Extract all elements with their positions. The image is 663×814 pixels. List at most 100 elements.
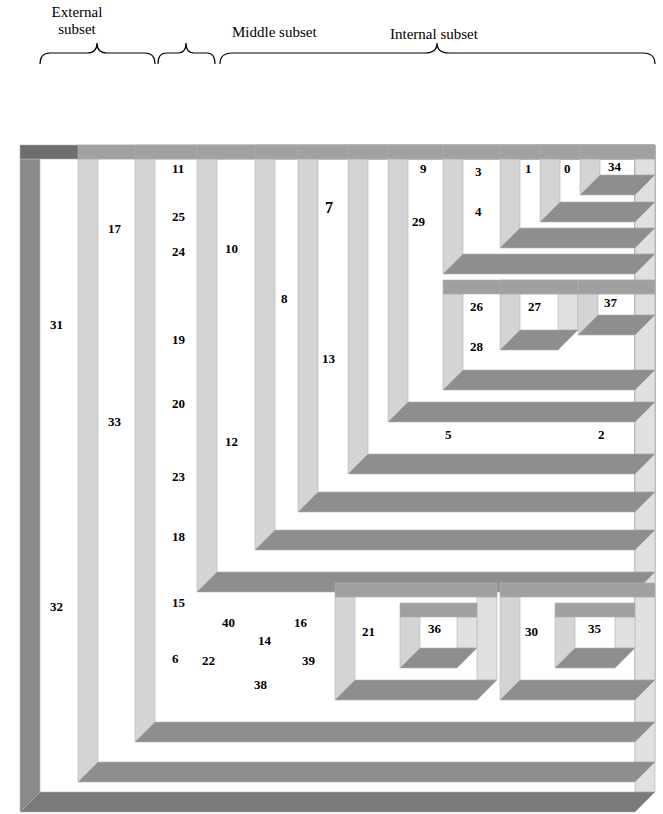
top-edge — [578, 280, 655, 294]
right-wall — [477, 597, 497, 680]
callout-number: 22 — [202, 654, 215, 667]
left-wall — [78, 159, 98, 782]
callout-number: 9 — [420, 162, 427, 175]
nested-box: 3401342737262892952713 — [298, 145, 655, 512]
top-edge — [443, 280, 655, 294]
top-edge — [500, 145, 655, 159]
nested-box: 37 — [578, 280, 655, 335]
nested-box: 27 37 26 28 — [443, 280, 655, 390]
floor — [255, 530, 655, 550]
callout-number: 2 — [598, 428, 605, 441]
nested-box: 35 30 — [500, 583, 655, 700]
box-outline — [555, 603, 635, 668]
top-edge — [255, 145, 655, 159]
callout-number: 12 — [225, 435, 238, 448]
right-wall — [558, 294, 578, 330]
callout-number: 15 — [172, 596, 185, 609]
nested-box: 27 — [500, 280, 578, 350]
floor — [335, 680, 497, 700]
callout-number: 6 — [172, 652, 179, 665]
callout-number: 10 — [225, 242, 238, 255]
nested-box: 35 — [555, 603, 635, 668]
callout-number: 32 — [50, 600, 63, 613]
floor — [20, 792, 655, 812]
callout-number: 31 — [50, 318, 63, 331]
top-edge — [135, 145, 655, 159]
callout-number: 11 — [172, 162, 184, 175]
top-edge — [540, 145, 655, 159]
callout-number: 28 — [470, 340, 483, 353]
nested-box: 340134273726289295271381012 — [197, 145, 655, 592]
callout-number: 38 — [254, 678, 267, 691]
floor — [348, 454, 655, 474]
floor — [500, 330, 578, 350]
callout-number: 36 — [428, 622, 441, 635]
floor — [540, 202, 655, 222]
callout-number: 16 — [294, 616, 307, 629]
callout-number: 35 — [588, 622, 601, 635]
left-wall — [388, 159, 408, 422]
floor — [135, 722, 655, 742]
nested-box: 34013427372628929527138 — [255, 145, 655, 550]
floor — [443, 370, 655, 390]
right-wall — [615, 617, 635, 648]
callout-number: 1 — [525, 162, 532, 175]
nested-box: 3621 — [335, 583, 497, 700]
subset-label: Internal subset — [390, 26, 478, 43]
brace — [40, 43, 155, 64]
top-edge — [500, 583, 655, 597]
floor — [443, 254, 655, 274]
callout-number: 0 — [564, 162, 571, 175]
callout-number: 4 — [475, 205, 482, 218]
floor — [400, 648, 477, 668]
callout-number: 30 — [525, 625, 538, 638]
left-wall — [298, 159, 318, 512]
box-outline — [500, 280, 578, 350]
top-edge — [443, 145, 655, 159]
top-edge — [500, 280, 578, 294]
callout-number: 18 — [172, 530, 185, 543]
top-edge — [348, 145, 655, 159]
floor — [500, 228, 655, 248]
nested-box: 3401342737262892952713810123621353011252… — [135, 145, 655, 742]
right-wall — [635, 159, 655, 572]
right-wall — [635, 294, 655, 315]
brace — [158, 43, 215, 64]
floor — [388, 402, 655, 422]
callout-number: 26 — [470, 300, 483, 313]
callout-number: 27 — [528, 300, 541, 313]
top-edge — [298, 145, 655, 159]
floor — [555, 648, 635, 668]
box-outline — [500, 145, 655, 248]
top-edge — [20, 145, 655, 159]
callout-number: 29 — [412, 215, 425, 228]
brace — [220, 43, 655, 64]
floor — [298, 492, 655, 512]
callout-number: 37 — [604, 296, 617, 309]
callout-number: 33 — [108, 415, 121, 428]
top-edge — [580, 145, 655, 159]
callout-number: 8 — [281, 292, 288, 305]
callout-number: 20 — [172, 397, 185, 410]
right-wall — [635, 159, 655, 175]
callout-number: 13 — [322, 352, 335, 365]
top-edge — [555, 603, 635, 617]
left-wall — [348, 159, 368, 474]
callout-number: 19 — [172, 333, 185, 346]
callout-number: 14 — [258, 634, 271, 647]
callout-number: 39 — [302, 654, 315, 667]
top-edge — [335, 583, 497, 597]
subset-label: External subset — [32, 4, 122, 37]
callout-number: 17 — [108, 222, 121, 235]
nested-box: 3401342737262892952713810123621353011252… — [78, 145, 655, 782]
floor — [78, 762, 655, 782]
top-edge — [197, 145, 655, 159]
left-wall — [197, 159, 217, 592]
top-edge — [388, 145, 655, 159]
callout-number: 3 — [475, 165, 482, 178]
box-outline — [400, 603, 477, 668]
floor — [580, 175, 655, 195]
left-wall — [20, 159, 40, 812]
callout-number: 24 — [172, 245, 185, 258]
